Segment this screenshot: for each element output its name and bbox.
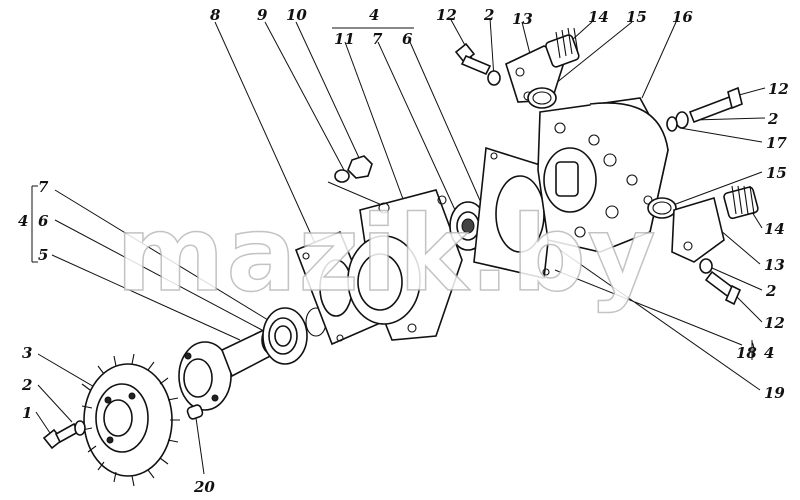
- callout-2-right: 2: [767, 110, 778, 128]
- callout-6-left: 6: [38, 212, 49, 230]
- callout-1: 1: [22, 404, 32, 422]
- callout-14-top: 14: [588, 8, 609, 26]
- callout-13-top: 13: [512, 10, 533, 28]
- callout-15-right: 15: [766, 164, 787, 182]
- callout-7-left: 7: [38, 178, 49, 196]
- callout-4-left: 4: [18, 212, 28, 230]
- watermark-text: mazik.by: [116, 193, 658, 315]
- callout-14-right: 14: [764, 220, 785, 238]
- callout-3: 3: [22, 344, 32, 362]
- callout-2-lower: 2: [765, 282, 776, 300]
- nut-part: [334, 155, 373, 183]
- lower-fitting-part: [647, 185, 759, 263]
- callout-4-right: 4: [764, 344, 774, 362]
- callout-15-top: 15: [626, 8, 647, 26]
- callout-11: 11: [334, 30, 355, 48]
- callout-12-top: 12: [436, 6, 457, 24]
- right-bolt-part: [666, 86, 743, 132]
- upper-bolt-part: [454, 42, 501, 86]
- pump-body-part: [537, 97, 669, 253]
- callout-13-right: 13: [764, 256, 785, 274]
- bracket-right: [751, 341, 755, 359]
- callout-2-top: 2: [483, 6, 494, 24]
- callout-7-top: 7: [372, 30, 383, 48]
- bearing-left-part: [262, 307, 327, 365]
- callout-8: 8: [210, 6, 221, 24]
- housing-part: [347, 189, 463, 341]
- callout-9: 9: [257, 6, 268, 24]
- gasket-right-part: [473, 146, 557, 279]
- callout-12-right: 12: [768, 80, 789, 98]
- callout-10: 10: [286, 6, 307, 24]
- callout-labels: 8 9 10 4 11 7 6 12 2 13 14 15 16 12 2 17…: [18, 6, 789, 496]
- pin-part: [186, 404, 204, 420]
- lower-bolt-part: [699, 258, 742, 306]
- callout-16: 16: [672, 8, 693, 26]
- callout-17: 17: [766, 134, 787, 152]
- bolt-part: [42, 420, 86, 450]
- callout-5: 5: [38, 246, 48, 264]
- callout-12-lower: 12: [764, 314, 785, 332]
- gear-part: [81, 353, 180, 487]
- callout-6-top: 6: [402, 30, 413, 48]
- callout-2-left: 2: [21, 376, 32, 394]
- callout-20: 20: [193, 478, 215, 496]
- callout-4-top: 4: [369, 6, 379, 24]
- upper-fitting-part: [505, 27, 580, 109]
- callout-19: 19: [764, 384, 785, 402]
